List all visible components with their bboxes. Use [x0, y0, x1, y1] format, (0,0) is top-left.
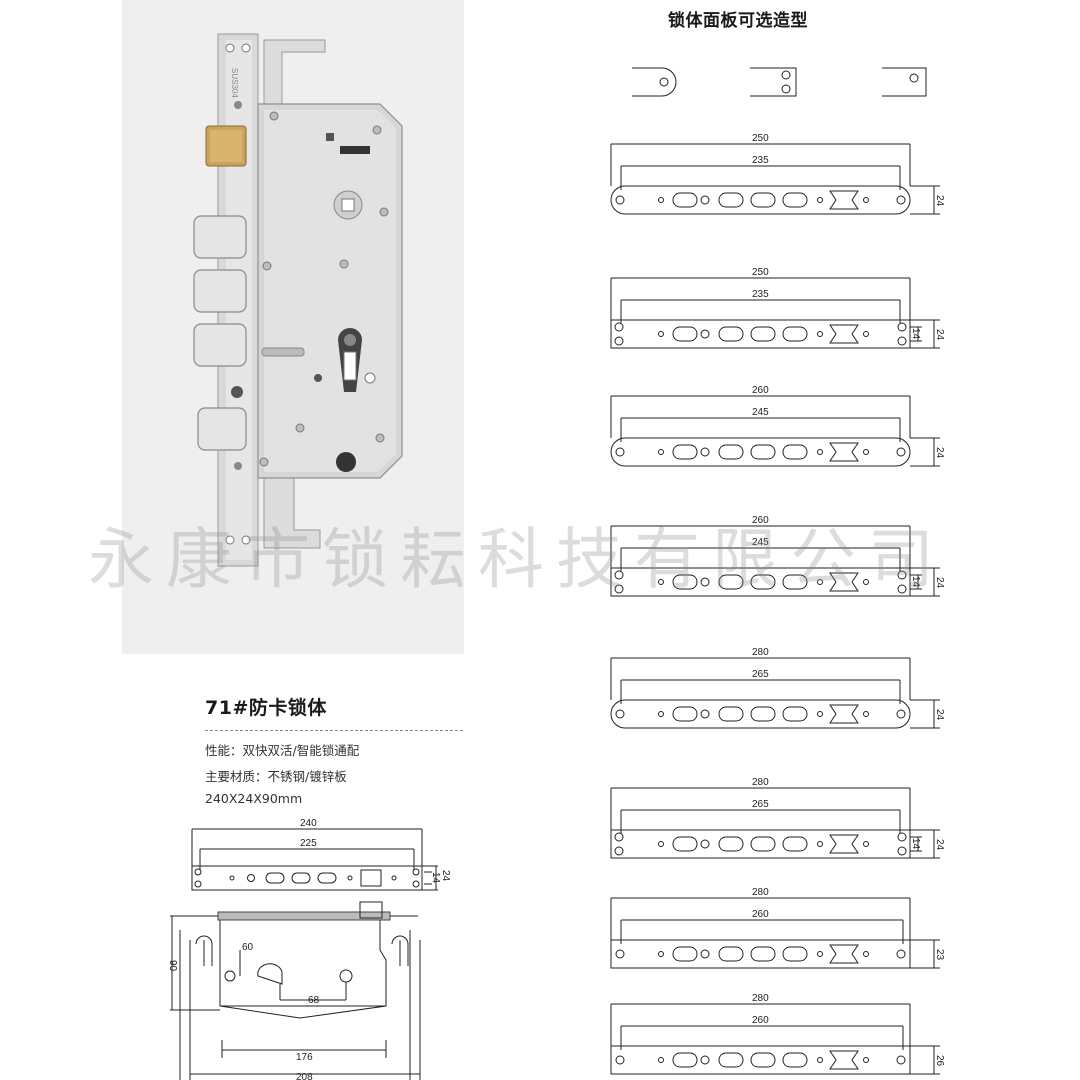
product-title: 71#防卡锁体	[205, 697, 327, 719]
front-plate-width-dim: 24	[440, 870, 451, 882]
shape-square-two-hole	[750, 67, 797, 97]
title-divider	[205, 730, 463, 731]
panel-end-shapes	[632, 67, 927, 97]
panel-hole-dim: 14	[910, 328, 921, 340]
panel-option	[610, 525, 940, 597]
lock-body-photo: SUS304	[193, 33, 403, 567]
front-plate-outer-dim: 240	[300, 818, 317, 829]
panel-option	[610, 1003, 940, 1075]
panel-options-title: 锁体面板可选造型	[668, 11, 808, 31]
panel-width-dim: 24	[934, 195, 945, 207]
shape-square-one-hole	[882, 67, 927, 97]
inner-width-dim: 176	[296, 1052, 313, 1063]
panel-outer-dim: 280	[752, 887, 769, 898]
panel-outer-dim: 260	[752, 515, 769, 526]
panel-inner-dim: 265	[752, 799, 769, 810]
panel-width-dim: 24	[934, 709, 945, 721]
panel-width-dim: 24	[934, 577, 945, 589]
spec-material: 主要材质：不锈钢/镀锌板	[205, 769, 347, 784]
panel-width-dim: 26	[934, 1055, 945, 1067]
backset-dim: 60	[242, 942, 254, 953]
panel-inner-dim: 235	[752, 289, 769, 300]
shape-rounded-end	[632, 67, 677, 97]
panel-inner-dim: 265	[752, 669, 769, 680]
panel-hole-dim: 14	[910, 838, 921, 850]
outer-width-dim: 208	[296, 1072, 313, 1080]
panel-option	[610, 657, 940, 729]
panel-outer-dim: 260	[752, 385, 769, 396]
front-plate-drawing	[191, 828, 438, 891]
spec-size: 240X24X90mm	[205, 791, 303, 806]
center-distance-dim: 68	[308, 995, 320, 1006]
panel-width-dim: 24	[934, 447, 945, 459]
panel-outer-dim: 280	[752, 777, 769, 788]
panel-outer-dim: 250	[752, 267, 769, 278]
panel-inner-dim: 245	[752, 537, 769, 548]
body-height-dim: 90	[167, 960, 178, 972]
panel-inner-dim: 260	[752, 909, 769, 920]
lock-body-drawing	[170, 901, 421, 1080]
panel-width-dim: 24	[934, 329, 945, 341]
panel-option	[610, 143, 940, 215]
panel-option	[610, 395, 940, 467]
panel-inner-dim: 245	[752, 407, 769, 418]
engraving-text: SUS304	[230, 68, 239, 98]
panel-outer-dim: 280	[752, 993, 769, 1004]
panel-outer-dim: 280	[752, 647, 769, 658]
panel-option	[610, 897, 940, 969]
panel-inner-dim: 235	[752, 155, 769, 166]
spec-performance: 性能：双快双活/智能锁通配	[205, 743, 360, 758]
panel-width-dim: 24	[934, 839, 945, 851]
panel-width-dim: 23	[934, 949, 945, 961]
panel-option	[610, 277, 940, 349]
panel-outer-dim: 250	[752, 133, 769, 144]
front-plate-inner-dim: 225	[300, 838, 317, 849]
panel-hole-dim: 14	[910, 576, 921, 588]
panel-options: 250 235 24 250 235 24 14 260 245 24 260 245 24 14 280 2…	[610, 133, 945, 1075]
panel-option	[610, 787, 940, 859]
panel-inner-dim: 260	[752, 1015, 769, 1026]
front-plate-hole-dim: 14	[430, 872, 441, 884]
